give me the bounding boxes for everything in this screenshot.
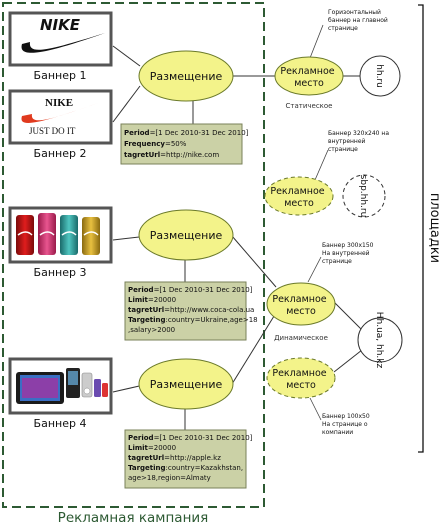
info2-val-3: :country=Ukraine,age>18 [166,316,258,324]
site-2[interactable]: sbp.hh.ru [342,174,386,218]
info2-val-1: =20000 [148,296,176,304]
ad-place-1-ellipse [274,56,344,96]
site-3-label: Hh.ua, hh.kz [374,312,384,369]
info3-val-0: =[1 Dec 2010-31 Dec 2010] [154,434,253,442]
placement-2-ellipse [138,209,234,261]
ad-place-3-line1: Рекламное [272,294,326,305]
info1-key-0: Period [124,129,150,137]
platforms-bracket [418,4,424,453]
ad-place-2-line2: место [284,198,314,209]
placement-3-label: Размещение [150,378,223,391]
svg-text:Рекламное место: Рекламное место [280,66,337,89]
svg-text:Рекламное место: Рекламное место [272,368,329,391]
info1-key-2: tagretUrl [124,151,160,159]
info2-key-2: tagretUrl [128,306,164,314]
ad-place-4[interactable]: Рекламное место [266,357,336,399]
info2-val-2: =http://www.coca-cola.ua [164,306,254,314]
svg-text:Period=[1 Dec 2010-31 Dec 2010: Period=[1 Dec 2010-31 Dec 2010] Frequenc… [124,129,251,159]
ad-place-2[interactable]: Рекламное место [264,176,334,216]
svg-text:Period=[1 Dec 2010-31 Dec 2010: Period=[1 Dec 2010-31 Dec 2010] Limit=20… [128,286,260,334]
ad-place-4-line1: Рекламное [272,368,326,379]
info3-val-3: :country=Kazakhstan, [166,464,244,472]
banner-1[interactable]: NIKE [8,11,113,67]
info2-key-3: Targeting [128,316,166,324]
info3-key-3: Targeting [128,464,166,472]
ad-place-4-ellipse [266,357,336,399]
info3-key-1: Limit [128,444,149,452]
info1-val-2: =http://nike.com [160,151,219,159]
info3-key-2: tagretUrl [128,454,164,462]
svg-text:Period=[1 Dec 2010-31 Dec 2010: Period=[1 Dec 2010-31 Dec 2010] Limit=20… [128,434,255,482]
campaign-label: Рекламная кампания [58,510,209,526]
site-3[interactable]: Hh.ua, hh.kz [357,312,403,369]
placement-3-ellipse [138,358,234,410]
info2-key-0: Period [128,286,154,294]
banner-3[interactable] [8,206,113,264]
info2-val-4: ,salary>2000 [128,326,175,334]
site-2-circle [342,174,386,218]
ad-place-1[interactable]: Рекламное место [274,56,344,96]
info2-val-0: =[1 Dec 2010-31 Dec 2010] [154,286,253,294]
banner-3-label: Баннер 3 [34,266,87,279]
info1-val-0: =[1 Dec 2010-31 Dec 2010] [150,129,249,137]
placement-1-ellipse [138,50,234,102]
banner-1-label: Баннер 1 [34,69,87,82]
ad-place-3[interactable]: Рекламное место [266,282,336,326]
info3-val-2: =http://apple.kz [164,454,221,462]
campaign-frame [2,2,265,508]
ad-place-3-type: Динамическое [274,334,328,342]
placement-2-label: Размещение [150,229,223,242]
banner-2-label: Баннер 2 [34,147,87,160]
site-3-circle [357,317,403,363]
site-1[interactable]: hh.ru [359,55,401,97]
platforms-label: площадки [427,193,440,263]
ad-place-1-line1: Рекламное [280,66,334,77]
site-2-label: sbp.hh.ru [358,175,368,218]
note-leaders [307,24,329,421]
placement-2[interactable]: Размещение [138,209,234,261]
ad-place-2-ellipse [264,176,334,216]
banner-1-frame [8,11,113,67]
info1-key-1: Frequency [124,140,165,148]
banner-2-logo-text: NIKE [45,97,73,109]
swoosh-logo: NIKE [21,16,105,53]
info3-key-0: Period [128,434,154,442]
ipod-devices [16,368,108,404]
ad-place-1-type: Статическое [286,102,333,110]
info2-key-1: Limit [128,296,149,304]
info1-val-1: =50% [165,140,187,148]
ad-place-4-line2: место [286,380,316,391]
site-1-circle [359,55,401,97]
ad-place-1-line2: место [294,78,324,89]
ad-place-2-line1: Рекламное [270,186,324,197]
coca-cola-cans [16,213,100,255]
banner-2-logo-subtext: JUST DO IT [29,126,76,136]
banner-1-logo-text: NIKE [40,16,81,34]
ad-place-3-ellipse [266,282,336,326]
placement-2-info: Period=[1 Dec 2010-31 Dec 2010] Limit=20… [124,281,260,341]
connectors [112,45,363,430]
placement-3-info: Period=[1 Dec 2010-31 Dec 2010] Limit=20… [124,429,255,489]
ad-place-3-line2: место [286,306,316,317]
banner-2[interactable]: NIKE JUST DO IT [8,89,113,145]
banner-4[interactable] [8,357,113,415]
site-1-label: hh.ru [374,64,384,88]
svg-text:Рекламное место: Рекламное место [270,186,327,209]
placement-3[interactable]: Размещение [138,358,234,410]
placement-1[interactable]: Размещение [138,50,234,102]
info3-val-1: =20000 [148,444,176,452]
info3-val-4: age>18,region=Almaty [128,474,211,482]
swoosh-logo-red: NIKE JUST DO IT [21,97,98,136]
placement-1-label: Размещение [150,70,223,83]
banner-4-label: Баннер 4 [34,417,87,430]
placement-1-info: Period=[1 Dec 2010-31 Dec 2010] Frequenc… [120,123,251,165]
svg-text:Рекламное место: Рекламное место [272,294,329,317]
